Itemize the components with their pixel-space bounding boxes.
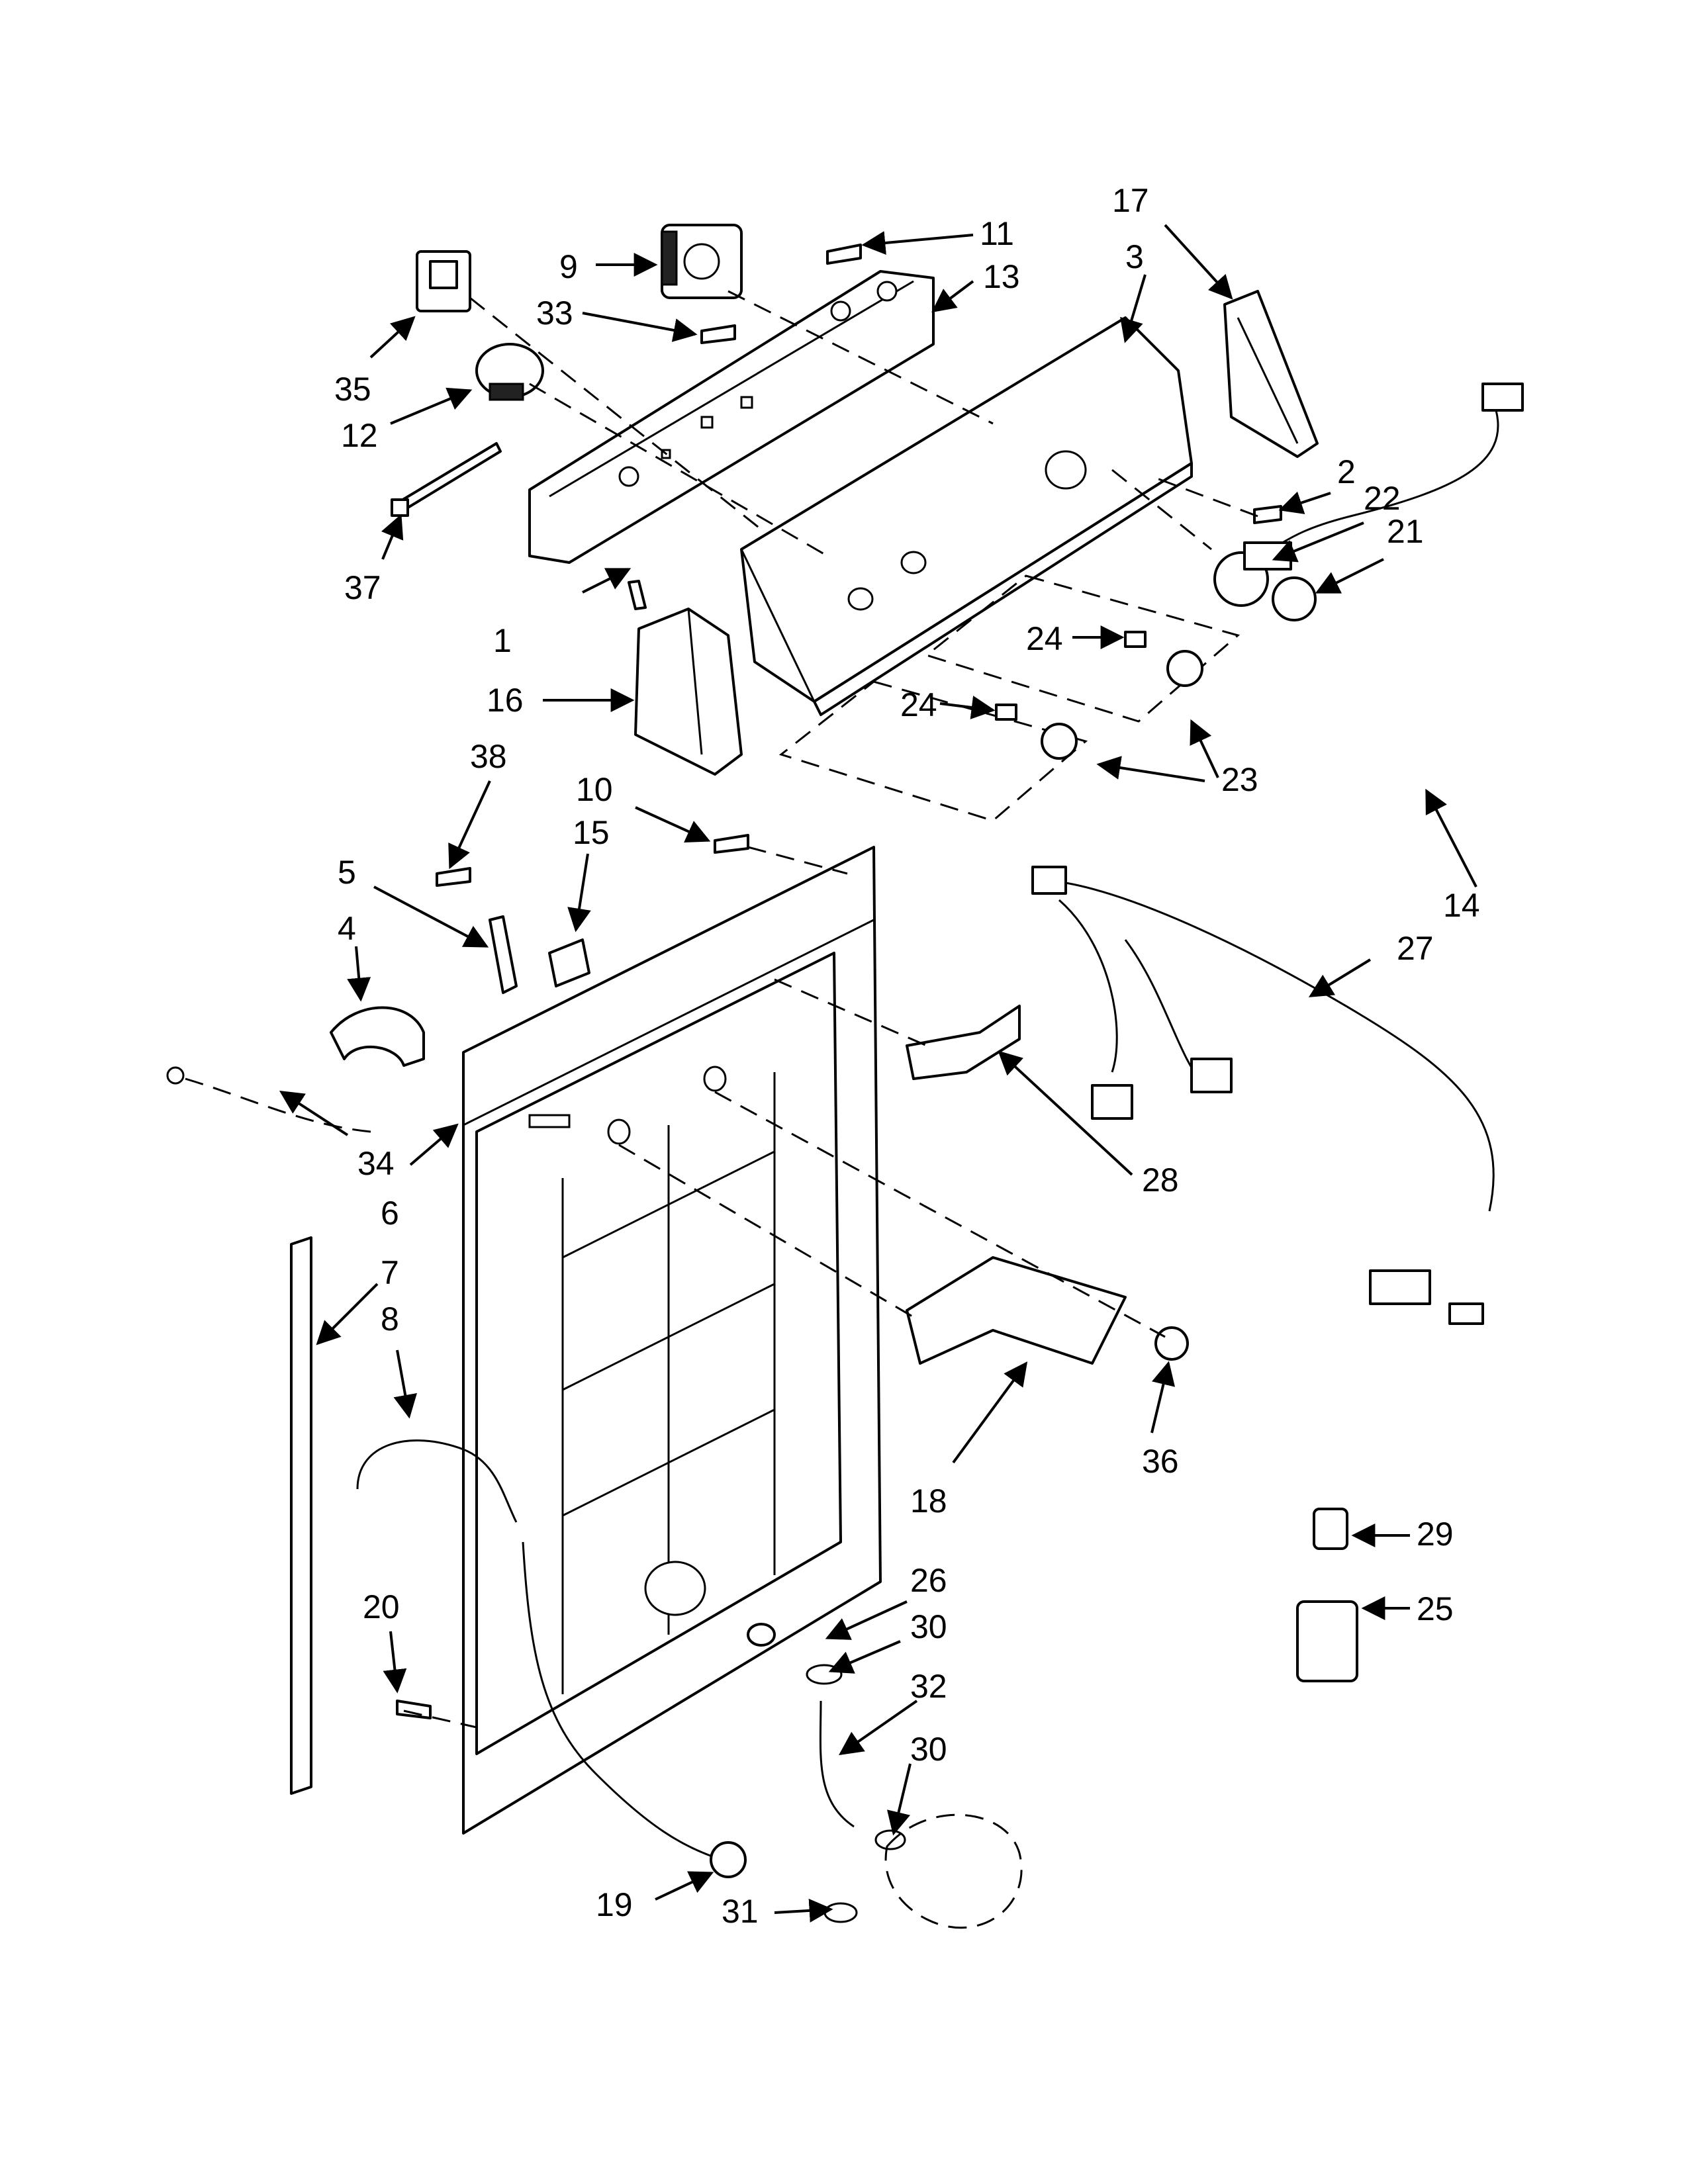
part-23-knob-kit [778,574,1241,822]
callout-36: 36 [1142,1443,1179,1480]
callout-30a: 30 [910,1608,947,1645]
callout-14: 14 [1443,887,1480,924]
callout-9: 9 [559,248,578,285]
callout-19: 19 [596,1886,633,1923]
part-28-bracket [906,1005,1021,1080]
callout-34: 34 [357,1145,395,1182]
callout-1: 1 [493,622,512,659]
callout-5: 5 [338,854,356,891]
callout-25: 25 [1417,1590,1454,1627]
callout-37: 37 [344,569,381,606]
callout-26: 26 [910,1562,947,1599]
part-5-15-4-brackets [330,915,590,1067]
callout-15: 15 [573,814,610,851]
callout-30b: 30 [910,1731,947,1768]
callout-27: 27 [1397,930,1434,967]
callout-4: 4 [338,910,356,947]
callout-22: 22 [1364,480,1401,517]
callout-21: 21 [1387,513,1424,550]
callout-35: 35 [334,371,371,408]
part-18-36-inlet [906,1256,1189,1365]
part-9-timer [661,224,743,299]
callout-17: 17 [1112,182,1149,219]
screw-parts [396,244,1282,1719]
callout-32: 32 [910,1668,947,1705]
part-7-trim-strip [290,1236,312,1795]
alignment-lines [403,290,1258,1729]
callout-24b: 24 [900,686,937,723]
callout-7: 7 [381,1254,399,1291]
callout-13: 13 [983,258,1020,295]
part-17-end-cap [1223,290,1319,458]
callout-numbers: 1 2 3 4 5 6 7 8 9 10 11 12 13 14 15 16 1… [334,182,1480,1930]
part-6-cabinet-panel [462,846,882,1835]
callout-23: 23 [1221,761,1258,798]
callout-38: 38 [470,738,507,775]
part-34-ground-wire [166,1066,371,1133]
callout-6: 6 [381,1195,399,1232]
callout-33: 33 [536,295,573,332]
callout-11: 11 [980,215,1014,252]
part-12-pressure-switch [475,343,544,401]
part-16-end-cap [634,608,743,776]
callout-8: 8 [381,1300,399,1338]
part-14-27-wire-harness [1031,383,1524,1325]
callout-29: 29 [1417,1516,1454,1553]
callout-12: 12 [341,417,378,454]
callout-18: 18 [910,1482,947,1520]
callout-2: 2 [1337,453,1356,490]
part-8-hose [356,1439,722,1861]
part-29-25-valve [1296,1508,1358,1682]
drain-parts [710,1623,1023,1929]
callout-3: 3 [1125,238,1144,275]
part-37-cable-tie [391,442,502,517]
part-35-switch [416,250,471,312]
callout-31: 31 [722,1893,759,1930]
callout-28: 28 [1142,1161,1179,1199]
callout-24a: 24 [1026,620,1063,657]
callout-10: 10 [576,771,613,808]
callout-16: 16 [487,682,524,719]
leader-lines [279,224,1477,1923]
callout-20: 20 [363,1588,400,1625]
